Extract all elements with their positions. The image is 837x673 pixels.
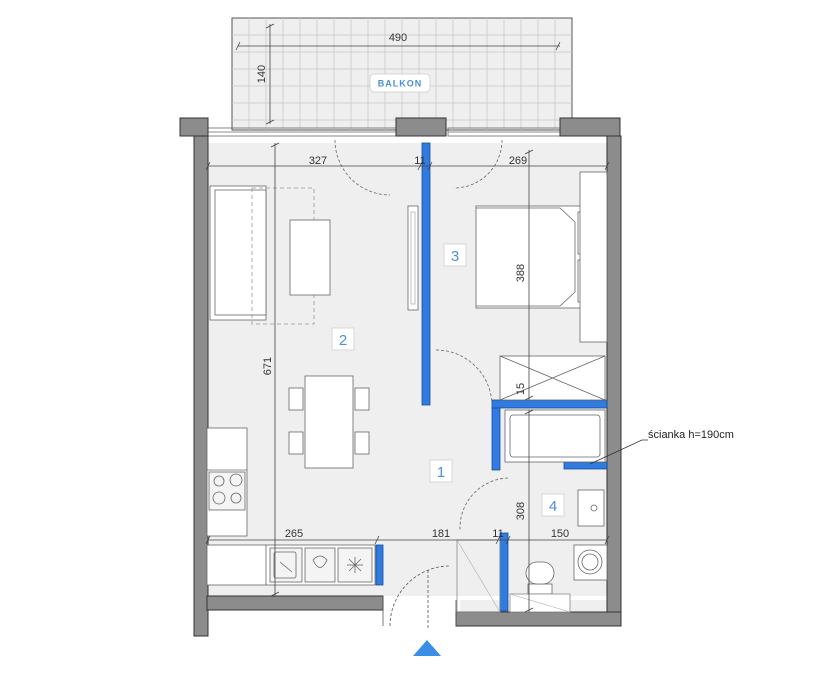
balkon-label-box: [369, 73, 431, 93]
tv-stand: [407, 205, 419, 311]
partition-height-note: ścianka h=190cm: [648, 429, 734, 441]
dim-bed-length: 388: [515, 264, 527, 282]
shower: [499, 355, 606, 401]
fridge-snowflake-icon: [337, 547, 373, 583]
dishwasher-icon: [304, 547, 336, 583]
dim-bottom-right: 150: [551, 528, 569, 540]
entrance-arrow-icon: [413, 640, 441, 656]
room-badge-3: 3: [443, 243, 467, 267]
exterior-walls: [179, 117, 622, 637]
wardrobe: [579, 171, 608, 343]
cooktop-icon: [208, 471, 246, 511]
toilet: [525, 561, 555, 595]
room-badge-4: 4: [541, 493, 565, 517]
top-dimension-line: [205, 161, 610, 171]
coffee-table: [289, 219, 331, 296]
dining-set: [288, 375, 370, 469]
dim-bottom-mid: 181: [432, 528, 450, 540]
balcony-tile-grid: [232, 18, 572, 130]
entrance-door: [382, 565, 457, 630]
partition-walls: [375, 142, 608, 612]
dim-bath-height: 308: [515, 502, 527, 520]
bedroom-dimension-line: [524, 149, 534, 401]
dim-top-left: 327: [309, 155, 327, 167]
room-number-3: 3: [451, 248, 459, 265]
washing-machine: [573, 544, 608, 581]
wc-shelf-diagonal: [509, 593, 571, 613]
hall-wardrobe-diagonal: [456, 539, 501, 613]
bathtub: [504, 409, 606, 463]
dim-bottom-wall: 11: [492, 528, 503, 540]
dim-top-mid: 11: [414, 155, 425, 167]
balcony-width-dim: 490: [389, 32, 407, 44]
balcony-dimension-lines: [235, 23, 561, 125]
dim-top-right: 269: [509, 155, 527, 167]
interior-doors: [334, 139, 509, 531]
dim-bottom-left: 265: [285, 528, 303, 540]
washbasin: [577, 489, 605, 527]
bottom-dimension-line: [205, 535, 610, 545]
room-number-1: 1: [437, 464, 445, 481]
dim-shower-wall: 15: [515, 383, 527, 395]
tv-screen: [410, 211, 416, 305]
bath-dimension-line: [524, 409, 534, 613]
room-number-4: 4: [549, 498, 557, 515]
left-dimension-line: [270, 142, 280, 597]
sofa: [209, 185, 267, 321]
balkon-label: BALKON: [378, 79, 423, 89]
room-number-2: 2: [339, 332, 347, 349]
room-badge-1: 1: [429, 459, 453, 483]
note-leader-line: [589, 439, 648, 465]
dim-height-left: 671: [262, 357, 274, 375]
balcony-depth-dim: 140: [256, 65, 268, 83]
room-badge-2: 2: [331, 327, 355, 351]
